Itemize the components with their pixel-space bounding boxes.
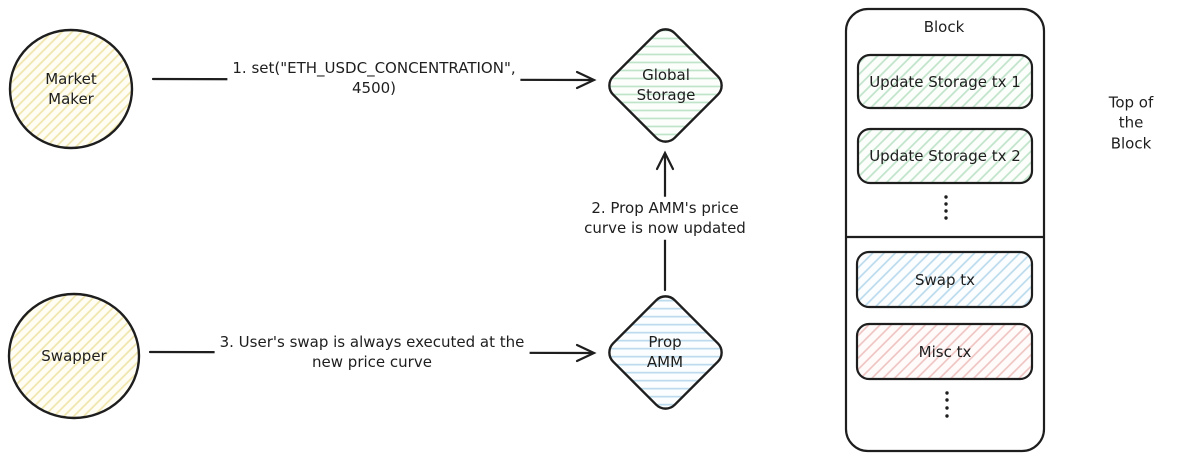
arrow-step3 xyxy=(148,343,597,363)
misc-tx-box xyxy=(855,322,1034,381)
update-storage-tx2-box xyxy=(856,127,1034,185)
market-maker-circle xyxy=(8,28,134,150)
vertical-ellipsis-icon xyxy=(944,195,948,220)
swapper-circle xyxy=(7,292,141,420)
prop-amm-diamond xyxy=(608,295,723,410)
arrow-step1 xyxy=(151,70,597,90)
vertical-ellipsis-icon xyxy=(945,391,949,418)
arrow-step2 xyxy=(655,150,675,292)
global-storage-diamond xyxy=(608,28,723,143)
update-storage-tx1-box xyxy=(856,53,1034,110)
swap-tx-box xyxy=(855,250,1034,309)
